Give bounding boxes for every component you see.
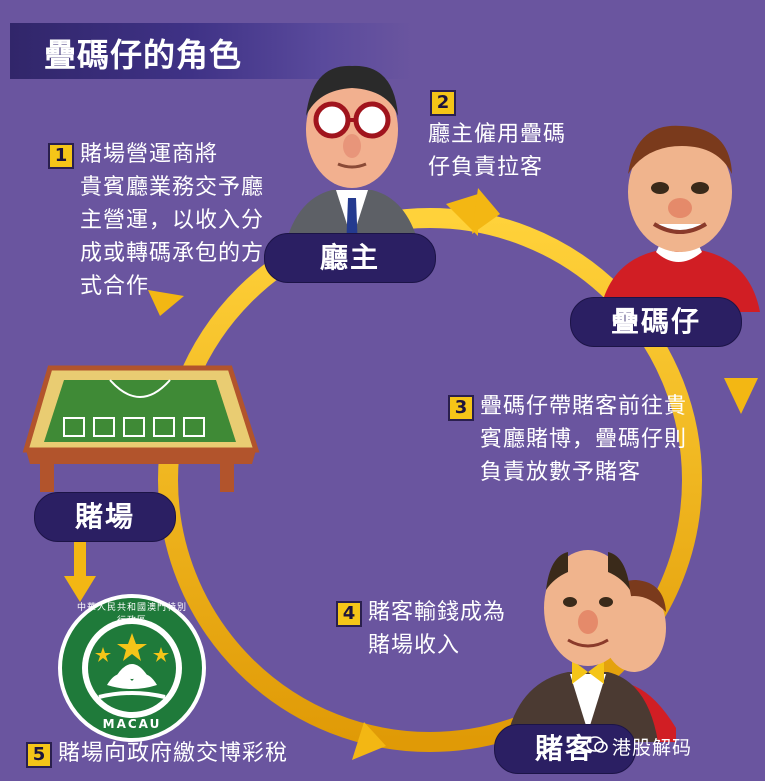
step-2-number: 2 [430, 90, 456, 116]
arrow-head-left [148, 290, 184, 316]
arrow-head-right [724, 378, 758, 414]
emblem-ring-text: 中華人民共和國澳門特別行政區 [76, 603, 187, 626]
macau-emblem [58, 594, 206, 742]
page-title: 疊碼仔的角色 [44, 36, 243, 74]
role-label-hall-owner: 廳主 [264, 233, 436, 283]
hall-owner-figure [282, 65, 422, 260]
arrow-head-bottom [352, 722, 386, 760]
role-label-junket: 疊碼仔 [570, 297, 742, 347]
step-5-text: 賭場向政府繳交博彩稅 [58, 741, 289, 766]
step-1-number: 1 [48, 143, 74, 169]
step-4-number: 4 [336, 601, 362, 627]
step-3-number: 3 [448, 395, 474, 421]
emblem-label: MACAU [102, 717, 162, 731]
junket-figure [600, 125, 760, 312]
cycle-ring [158, 208, 702, 752]
role-label-gambler: 賭客 [494, 724, 636, 774]
step-2-text: 廳主僱用疊碼 仔負責拉客 [428, 122, 567, 180]
arrow-head-top-tip [472, 188, 500, 234]
casino-table-figure [22, 365, 260, 492]
arrow-head-top [446, 194, 478, 236]
step-1-text: 賭場營運商將 貴賓廳業務交予廳 主營運，以收入分 成或轉碼承包的方 式合作 [80, 142, 265, 299]
tax-arrow-head [64, 576, 96, 602]
step-4-text: 賭客輸錢成為 賭場收入 [368, 600, 507, 658]
role-label-casino: 賭場 [34, 492, 176, 542]
step-5-number: 5 [26, 742, 52, 768]
wechat-icon [586, 736, 608, 753]
watermark: 港股解码 [612, 737, 693, 759]
step-3-text: 疊碼仔帶賭客前往貴 賓廳賭博，疊碼仔則 負責放數予賭客 [480, 394, 688, 485]
